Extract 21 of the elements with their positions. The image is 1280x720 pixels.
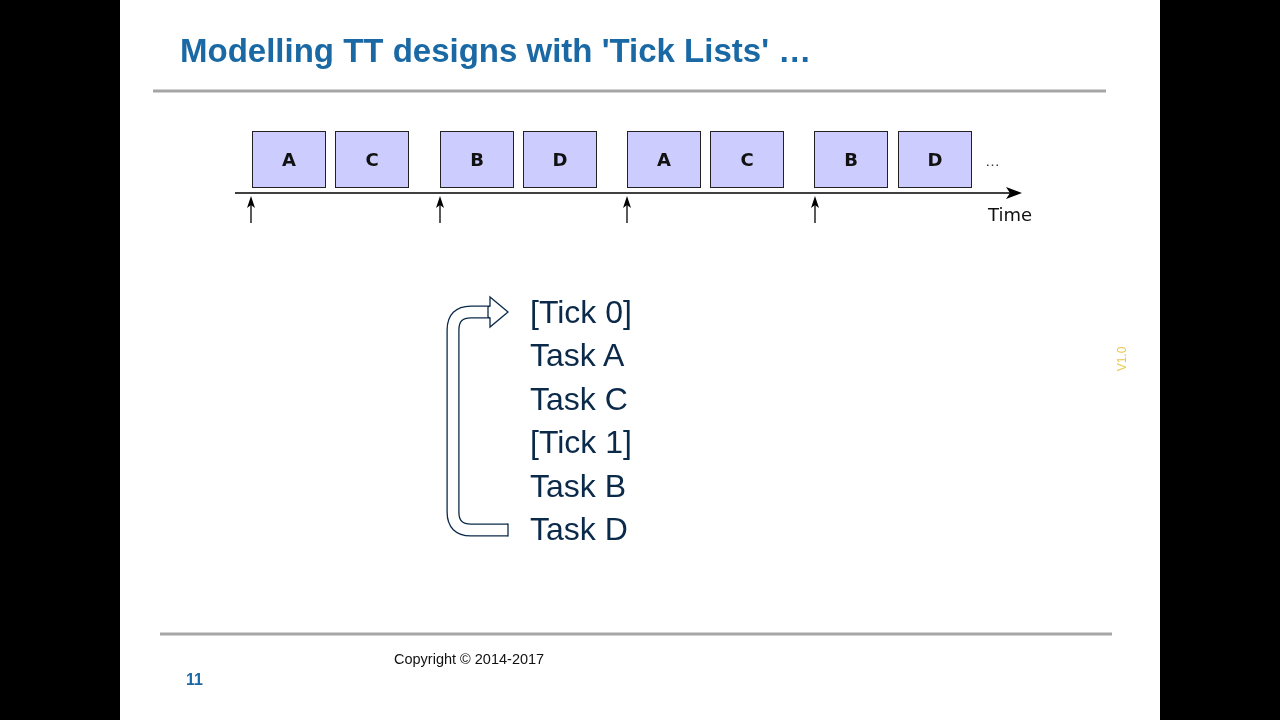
version-label: V1.0 xyxy=(1115,346,1130,372)
task-box: B xyxy=(440,131,514,188)
task-box: C xyxy=(710,131,784,188)
task-box: C xyxy=(335,131,409,188)
copyright-text: Copyright © 2014-2017 xyxy=(394,651,545,667)
task-box: A xyxy=(627,131,701,188)
slide-title: Modelling TT designs with 'Tick Lists' … xyxy=(180,32,812,70)
axis-label: Time xyxy=(988,204,1033,225)
loop-block-arrow xyxy=(446,295,509,538)
tick-list-item: [Tick 1] xyxy=(530,424,632,460)
page-number: 11 xyxy=(186,671,203,689)
ellipsis-label: … xyxy=(985,152,1000,169)
tick-list-item: [Tick 0] xyxy=(530,294,632,330)
task-box: A xyxy=(252,131,326,188)
tick-list-item: Task A xyxy=(530,337,625,373)
task-box: D xyxy=(898,131,972,188)
task-box: D xyxy=(523,131,597,188)
tick-list-item: Task B xyxy=(530,468,627,504)
tick-list-item: Task C xyxy=(530,381,628,417)
task-box: B xyxy=(814,131,888,188)
tick-list-item: Task D xyxy=(530,511,628,547)
